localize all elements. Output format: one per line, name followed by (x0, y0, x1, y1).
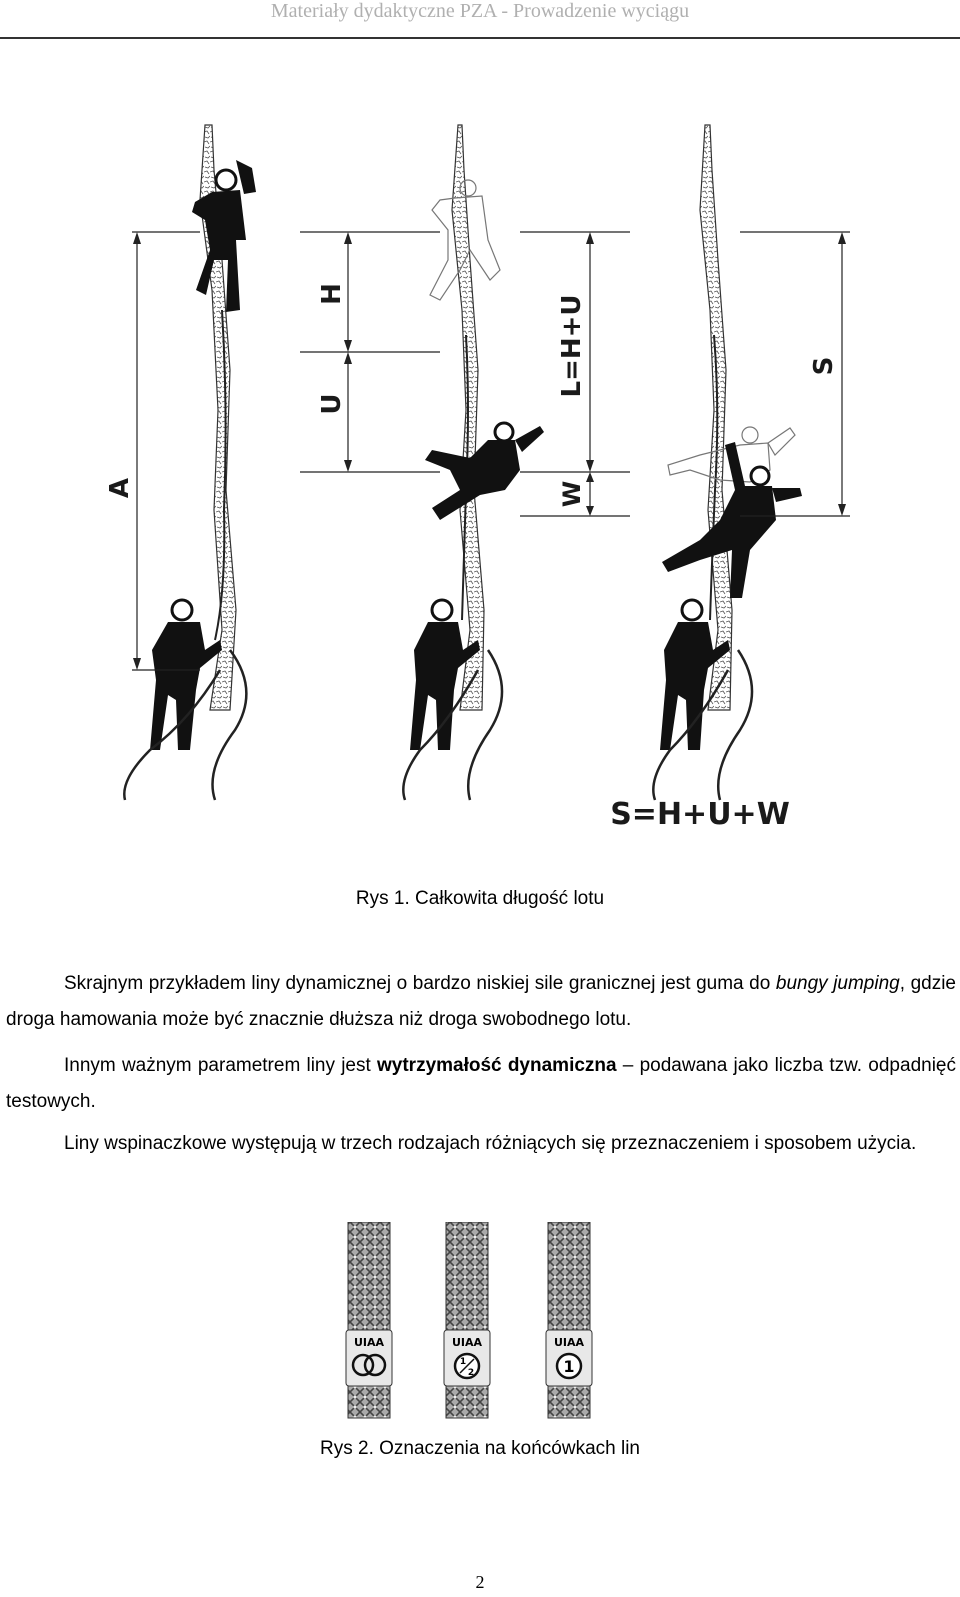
svg-text:2: 2 (468, 1368, 474, 1378)
half-icon: 1 2 (453, 1352, 481, 1380)
label-l: L=H+U (557, 294, 587, 397)
single-rope-icon (555, 1352, 583, 1380)
falling-climber-silhouette (425, 421, 544, 520)
uiaa-badge: UIAA (452, 1336, 483, 1349)
rope-coil (123, 649, 248, 801)
italic-term: bungy jumping (775, 973, 900, 994)
label-h: H (317, 283, 347, 305)
ghost-climber-silhouette (429, 179, 501, 301)
svg-text:1: 1 (460, 1357, 466, 1367)
uiaa-badge: UIAA (354, 1336, 385, 1349)
figure2-caption: Rys 2. Oznaczenia na końcówkach lin (320, 1438, 640, 1459)
rope-coil (652, 649, 754, 801)
belayer-silhouette (660, 598, 730, 750)
panel-2: H U L=H+U W (300, 124, 630, 801)
rope-end-1: UIAA (345, 1222, 393, 1419)
rock-wall (699, 124, 733, 711)
label-s: S (809, 357, 839, 376)
twin-rings-icon (351, 1353, 387, 1377)
belayer-silhouette (150, 598, 222, 750)
single-rope-number: 1 (563, 1357, 574, 1376)
belayer-silhouette (410, 598, 480, 750)
rope (709, 334, 719, 621)
bold-term: wytrzymałość dynamiczna (377, 1055, 617, 1076)
ghost-climber-silhouette (667, 426, 796, 483)
panel-3: S (652, 124, 850, 801)
rope (214, 309, 227, 641)
uiaa-badge: UIAA (554, 1336, 585, 1349)
formula-label: S=H+U+W (610, 797, 790, 832)
label-w: W (558, 481, 586, 507)
figure-fall-length-diagram: A H U (105, 124, 850, 832)
page-number: 2 (475, 1572, 485, 1592)
panel-1: A (105, 124, 256, 801)
paragraph-3: Liny wspinaczkowe występują w trzech rod… (64, 1133, 917, 1154)
paragraph-1: Skrajnym przykładem liny dynamicznej o b… (6, 973, 956, 1030)
header-title: Materiały dydaktyczne PZA - Prowadzenie … (270, 0, 690, 22)
rope-coil (402, 649, 504, 801)
label-a: A (105, 478, 135, 498)
figure1-caption: Rys 1. Całkowita długość lotu (355, 888, 605, 909)
rope-end-2: UIAA 1 2 (443, 1222, 491, 1419)
rope-end-3: UIAA 1 (545, 1222, 593, 1419)
paragraph-2: Innym ważnym parametrem liny jest wytrzy… (6, 1055, 956, 1112)
label-u: U (317, 393, 347, 414)
figure-rope-end-markings: UIAA UIAA 1 2 UIAA 1 (345, 1222, 593, 1419)
page-header: Materiały dydaktyczne PZA - Prowadzenie … (0, 0, 960, 39)
falling-climber-silhouette (662, 442, 802, 598)
climber-silhouette (192, 160, 256, 312)
